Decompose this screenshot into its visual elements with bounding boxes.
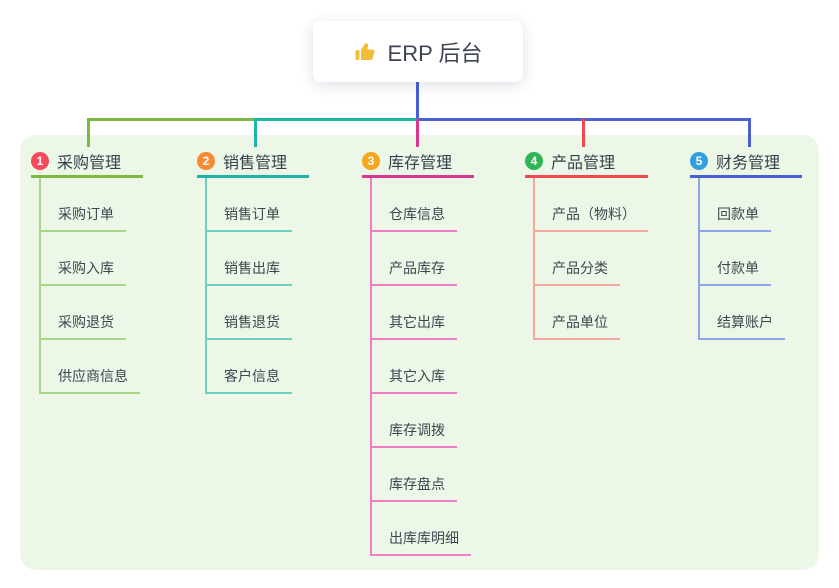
child-node[interactable]: 采购入库 — [41, 258, 126, 286]
topic-label: 财务管理 — [716, 155, 781, 172]
child-node[interactable]: 客户信息 — [207, 366, 292, 394]
root-connector-line — [416, 82, 419, 121]
children-group: 采购订单采购入库采购退货供应商信息 — [39, 178, 143, 394]
child-row: 库存盘点 — [372, 448, 474, 502]
topic-label: 采购管理 — [57, 155, 122, 172]
child-row: 仓库信息 — [372, 178, 474, 232]
child-node[interactable]: 产品（物料） — [535, 204, 648, 232]
child-node[interactable]: 出库库明细 — [372, 528, 471, 556]
child-node[interactable]: 销售退货 — [207, 312, 292, 340]
child-node[interactable]: 其它入库 — [372, 366, 457, 394]
branch-drop-line — [748, 119, 751, 147]
child-node[interactable]: 产品分类 — [535, 258, 620, 286]
child-row: 结算账户 — [700, 286, 802, 340]
branch-drop-line — [87, 119, 90, 147]
branch-connector-segment — [87, 118, 255, 121]
topic-node[interactable]: 4 产品管理 — [525, 147, 648, 178]
branch-drop-line — [582, 119, 585, 147]
child-node[interactable]: 其它出库 — [372, 312, 457, 340]
child-node[interactable]: 库存盘点 — [372, 474, 457, 502]
child-row: 付款单 — [700, 232, 802, 286]
child-row: 其它出库 — [372, 286, 474, 340]
root-title: ERP 后台 — [387, 40, 483, 66]
child-node[interactable]: 销售出库 — [207, 258, 292, 286]
child-node[interactable]: 产品库存 — [372, 258, 457, 286]
child-row: 销售退货 — [207, 286, 309, 340]
child-node[interactable]: 仓库信息 — [372, 204, 457, 232]
child-row: 供应商信息 — [41, 340, 143, 394]
children-group: 仓库信息产品库存其它出库其它入库库存调拨库存盘点出库库明细 — [370, 178, 474, 556]
child-node[interactable]: 销售订单 — [207, 204, 292, 232]
child-row: 产品库存 — [372, 232, 474, 286]
child-row: 产品（物料） — [535, 178, 648, 232]
child-row: 采购入库 — [41, 232, 143, 286]
topic-node[interactable]: 1 采购管理 — [31, 147, 143, 178]
child-row: 销售订单 — [207, 178, 309, 232]
branch-connector-segment — [254, 118, 418, 121]
branch-number-badge: 2 — [197, 152, 215, 170]
child-row: 其它入库 — [372, 340, 474, 394]
children-group: 产品（物料） 产品分类产品单位 — [533, 178, 648, 340]
child-row: 库存调拨 — [372, 394, 474, 448]
child-row: 出库库明细 — [372, 502, 474, 556]
child-node[interactable]: 产品单位 — [535, 312, 620, 340]
branch-number-badge: 1 — [31, 152, 49, 170]
child-row: 回款单 — [700, 178, 802, 232]
child-node[interactable]: 回款单 — [700, 204, 771, 232]
child-row: 销售出库 — [207, 232, 309, 286]
child-row: 产品单位 — [535, 286, 648, 340]
child-node[interactable]: 结算账户 — [700, 312, 785, 340]
root-node[interactable]: ERP 后台 — [313, 21, 523, 82]
topic-label: 库存管理 — [388, 155, 453, 172]
child-node[interactable]: 付款单 — [700, 258, 771, 286]
branch-4: 4 产品管理产品（物料） 产品分类产品单位 — [525, 147, 648, 340]
topic-node[interactable]: 3 库存管理 — [362, 147, 474, 178]
topic-label: 产品管理 — [551, 155, 616, 172]
branch-number-badge: 5 — [690, 152, 708, 170]
branch-2: 2 销售管理销售订单销售出库销售退货客户信息 — [197, 147, 309, 394]
branch-number-badge: 3 — [362, 152, 380, 170]
topic-node[interactable]: 2 销售管理 — [197, 147, 309, 178]
topic-label: 销售管理 — [223, 155, 288, 172]
children-group: 回款单付款单结算账户 — [698, 178, 802, 340]
child-node[interactable]: 采购订单 — [41, 204, 126, 232]
child-node[interactable]: 库存调拨 — [372, 420, 457, 448]
thumbs-up-icon — [354, 40, 378, 64]
branch-1: 1 采购管理采购订单采购入库采购退货供应商信息 — [31, 147, 143, 394]
branch-number-badge: 4 — [525, 152, 543, 170]
branch-5: 5 财务管理回款单付款单结算账户 — [690, 147, 802, 340]
children-group: 销售订单销售出库销售退货客户信息 — [205, 178, 309, 394]
child-row: 采购订单 — [41, 178, 143, 232]
child-node[interactable]: 采购退货 — [41, 312, 126, 340]
branch-drop-line — [254, 119, 257, 147]
branches-panel — [20, 135, 819, 570]
branch-drop-line — [416, 119, 419, 147]
branch-3: 3 库存管理仓库信息产品库存其它出库其它入库库存调拨库存盘点出库库明细 — [362, 147, 474, 556]
topic-node[interactable]: 5 财务管理 — [690, 147, 802, 178]
child-row: 产品分类 — [535, 232, 648, 286]
child-node[interactable]: 供应商信息 — [41, 366, 140, 394]
child-row: 客户信息 — [207, 340, 309, 394]
child-row: 采购退货 — [41, 286, 143, 340]
